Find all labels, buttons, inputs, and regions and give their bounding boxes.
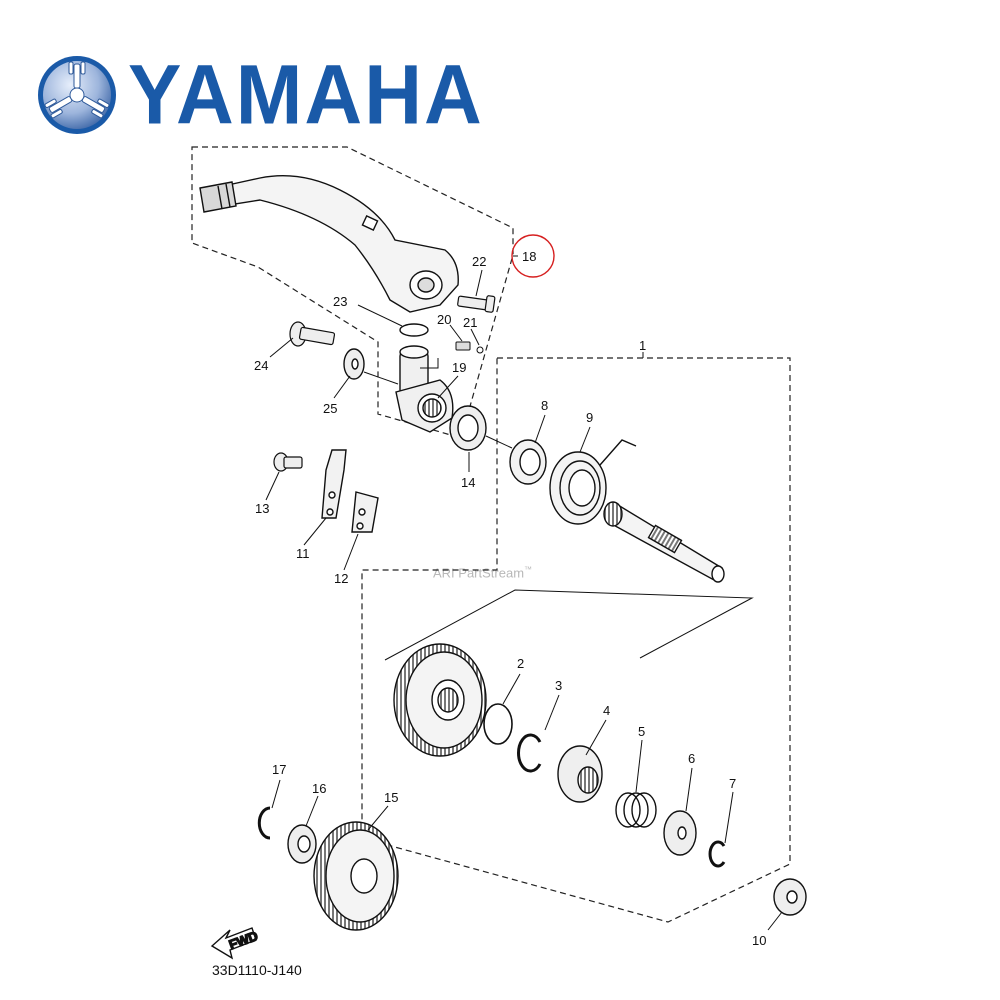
circlip-17-part[interactable] — [257, 806, 271, 840]
callout-14[interactable]: 14 — [461, 475, 475, 490]
bolt-13-part[interactable] — [273, 452, 303, 472]
idle-gear-15-part[interactable] — [313, 821, 399, 931]
watermark: ARI PartStream™ — [433, 565, 533, 581]
diagram-code: 33D1110-J140 — [212, 962, 302, 978]
callout-18[interactable]: 18 — [522, 249, 536, 264]
callout-17[interactable]: 17 — [272, 762, 286, 777]
stopper-guide-11-part[interactable] — [321, 449, 347, 519]
callout-2[interactable]: 2 — [517, 656, 524, 671]
callout-5[interactable]: 5 — [638, 724, 645, 739]
washer-16-part[interactable] — [287, 824, 317, 864]
brand-logo: YAMAHA — [36, 50, 484, 140]
callout-3[interactable]: 3 — [555, 678, 562, 693]
callout-12[interactable]: 12 — [334, 571, 348, 586]
tuning-fork-emblem-icon — [38, 56, 116, 134]
washer-25-part[interactable] — [343, 348, 365, 380]
callout-7[interactable]: 7 — [729, 776, 736, 791]
callout-21[interactable]: 21 — [463, 315, 477, 330]
callout-8[interactable]: 8 — [541, 398, 548, 413]
kick-gear-part[interactable] — [393, 643, 487, 757]
kick-lever-part[interactable] — [199, 175, 459, 313]
callout-16[interactable]: 16 — [312, 781, 326, 796]
collar-8-part[interactable] — [509, 439, 547, 485]
bolt-22-part[interactable] — [457, 295, 496, 313]
washer-2-part[interactable] — [483, 703, 513, 745]
callout-1[interactable]: 1 — [639, 338, 646, 353]
washer-10-part[interactable] — [773, 878, 807, 916]
callout-20[interactable]: 20 — [437, 312, 451, 327]
callout-23[interactable]: 23 — [333, 294, 347, 309]
assembly-1-outline — [361, 357, 791, 923]
bolt-24-part[interactable] — [289, 321, 336, 347]
callout-25[interactable]: 25 — [323, 401, 337, 416]
stopper-plate-12-part[interactable] — [351, 491, 379, 533]
callout-15[interactable]: 15 — [384, 790, 398, 805]
oil-seal-14-part[interactable] — [449, 405, 487, 451]
set-screw-20-part[interactable] — [455, 341, 471, 351]
kick-boss-19-part[interactable] — [395, 345, 454, 433]
kick-axle-part[interactable] — [603, 501, 725, 583]
ratchet-4-part[interactable] — [557, 745, 603, 803]
o-ring-23-part[interactable] — [399, 323, 429, 337]
spring-5-part[interactable] — [615, 792, 657, 828]
callout-labels: 1 2 3 4 5 6 7 8 9 10 11 12 13 14 15 16 1… — [254, 249, 766, 948]
circlip-3-part[interactable] — [517, 733, 542, 773]
fwd-arrow-icon: FWD — [210, 927, 261, 960]
callout-18-highlight — [511, 234, 555, 278]
ball-21-part[interactable] — [476, 346, 484, 354]
callout-9[interactable]: 9 — [586, 410, 593, 425]
callout-19[interactable]: 19 — [452, 360, 466, 375]
torsion-spring-9-part[interactable] — [549, 439, 637, 525]
leader-lines — [265, 255, 783, 931]
callout-11[interactable]: 11 — [296, 546, 310, 561]
callout-13[interactable]: 13 — [255, 501, 269, 516]
callout-4[interactable]: 4 — [603, 703, 610, 718]
callout-10[interactable]: 10 — [752, 933, 766, 948]
circlip-7-part[interactable] — [708, 840, 726, 868]
callout-6[interactable]: 6 — [688, 751, 695, 766]
brand-wordmark: YAMAHA — [128, 47, 484, 142]
fwd-label: FWD — [227, 928, 260, 952]
callout-22[interactable]: 22 — [472, 254, 486, 269]
callout-24[interactable]: 24 — [254, 358, 268, 373]
washer-6-part[interactable] — [663, 810, 697, 856]
